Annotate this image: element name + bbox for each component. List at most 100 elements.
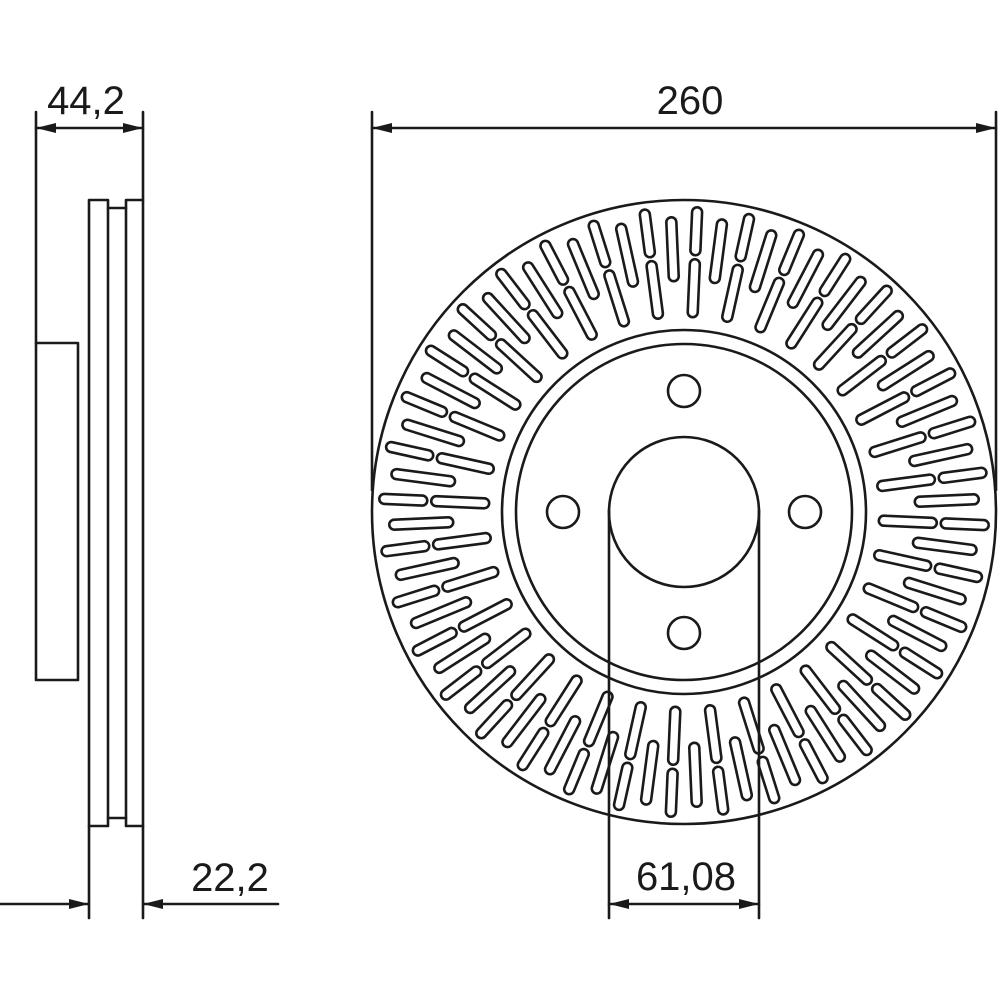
vane-slot xyxy=(562,747,590,796)
dimension-disc-thickness: 22,2 xyxy=(0,824,280,920)
vane-slot xyxy=(431,531,492,551)
vane-slot xyxy=(754,276,786,334)
vane-slot xyxy=(825,640,874,686)
vane-slot xyxy=(898,646,944,680)
hub-outer-ring xyxy=(500,328,868,696)
vane-slot xyxy=(785,296,824,350)
vane-slot xyxy=(439,665,483,701)
vane-slot xyxy=(510,653,556,702)
outer-friction-plate xyxy=(87,198,110,828)
vane-slot xyxy=(837,679,887,733)
vane-slot xyxy=(895,394,959,428)
vane-slot xyxy=(603,269,631,328)
vane-slot xyxy=(703,704,723,765)
vane-slot xyxy=(424,344,470,378)
vane-slot xyxy=(689,206,704,257)
vane-slot xyxy=(721,263,744,324)
center-bore xyxy=(607,435,761,589)
dimension-outer-diameter: 260 xyxy=(370,79,998,492)
vane-slot xyxy=(837,713,873,757)
vane-slot xyxy=(441,565,500,593)
vane-slot xyxy=(768,723,802,787)
vane-slot xyxy=(786,248,825,309)
dimension-overall-height: 44,2 xyxy=(34,79,145,345)
vane-slot xyxy=(516,726,550,772)
vane-slot xyxy=(910,367,957,398)
vane-slot xyxy=(868,431,927,459)
bolt-hole-right xyxy=(787,494,823,530)
vane-slot xyxy=(876,473,937,493)
vane-slot xyxy=(798,738,829,785)
vane-slot xyxy=(836,354,888,397)
vane-slot xyxy=(384,440,435,462)
vane-slot xyxy=(614,222,640,288)
vane-slot xyxy=(666,705,682,767)
vane-slot xyxy=(756,755,781,805)
vane-slot xyxy=(799,664,842,716)
vane-slot xyxy=(456,303,498,342)
vane-slot xyxy=(927,415,977,440)
vane-slot xyxy=(933,562,984,584)
vane-slot xyxy=(624,700,647,761)
vane-slot xyxy=(435,452,496,475)
vane-slot xyxy=(587,219,612,269)
vane-slot xyxy=(495,267,531,311)
vane-slot xyxy=(913,493,980,509)
vane-slot xyxy=(665,216,681,283)
bolt-hole-bottom xyxy=(666,615,702,651)
vane-slot xyxy=(433,632,492,675)
bolt-hole-left xyxy=(545,494,581,530)
vane-slot xyxy=(821,275,867,331)
dimension-label-center-bore: 61,08 xyxy=(636,855,736,899)
vane-slot xyxy=(539,239,570,286)
dimension-label-disc-thickness: 22,2 xyxy=(191,856,269,900)
vane-slot xyxy=(409,596,473,630)
vane-slot xyxy=(566,237,600,301)
disc-outer-edge xyxy=(370,198,998,826)
vane-slot xyxy=(919,606,968,634)
vane-slot xyxy=(908,442,974,468)
vane-slot xyxy=(887,614,948,653)
vane-slot xyxy=(804,704,847,763)
dimension-label-overall-height: 44,2 xyxy=(47,79,125,123)
vane-slot xyxy=(563,285,598,341)
side-view xyxy=(34,198,145,828)
vane-slot xyxy=(411,626,458,657)
vane-slot xyxy=(388,515,455,531)
vane-slot xyxy=(885,323,929,359)
vane-slot xyxy=(429,494,491,510)
vane-slot xyxy=(854,284,893,326)
vane-slot xyxy=(521,261,564,320)
vane-slot xyxy=(645,259,665,320)
vane-slot xyxy=(526,308,569,360)
vane-slot xyxy=(447,329,503,375)
vane-slot xyxy=(391,584,441,609)
vane-slot xyxy=(865,649,921,695)
vane-slot xyxy=(501,693,547,749)
hub-hat-profile xyxy=(34,341,80,682)
vane-slot xyxy=(686,257,702,319)
vane-slot xyxy=(872,549,933,572)
vane-slot xyxy=(708,218,729,285)
vane-slot xyxy=(687,741,703,808)
vane-slot xyxy=(457,598,513,633)
vane-slot xyxy=(394,556,460,582)
vane-slot xyxy=(737,696,765,755)
vane-slot xyxy=(544,674,583,728)
vane-slot xyxy=(380,539,431,558)
vane-slot xyxy=(401,418,466,448)
vane-slot xyxy=(851,309,905,359)
vane-slot xyxy=(846,613,900,652)
vane-slot xyxy=(876,349,935,392)
vane-slot xyxy=(818,252,852,298)
vane-slot xyxy=(590,730,620,795)
vane-slot xyxy=(448,410,506,442)
vane-slot xyxy=(728,736,754,802)
vane-slot xyxy=(778,228,806,277)
vane-slot xyxy=(748,229,778,294)
vane-slot xyxy=(902,576,967,606)
dimension-center-bore: 61,08 xyxy=(607,508,761,920)
vane-slot xyxy=(770,683,805,739)
vane-slot xyxy=(639,739,660,806)
